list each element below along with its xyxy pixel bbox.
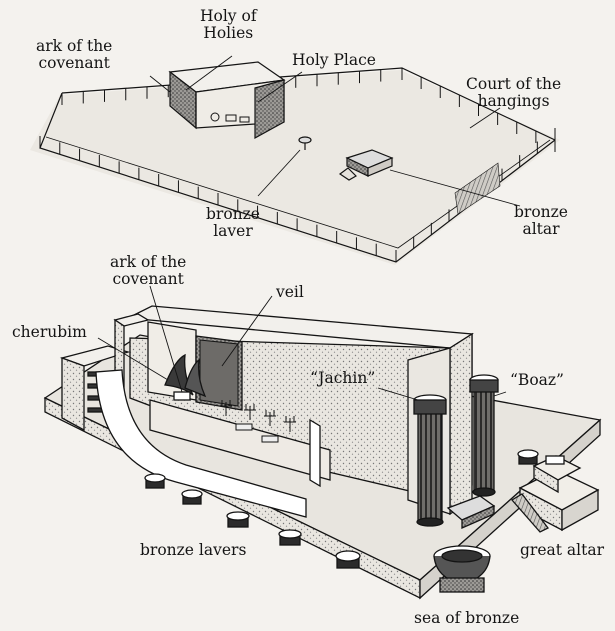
pillar-jachin xyxy=(413,394,447,527)
label-holy-place-text: Holy Place xyxy=(292,51,376,69)
tabernacle-drawing xyxy=(30,61,560,265)
label-great-altar-text: great altar xyxy=(520,541,604,559)
label-cherubim-text: cherubim xyxy=(12,323,87,341)
label-boaz: “Boaz” xyxy=(510,372,564,389)
label-holy-of-holies-line1: Holy of xyxy=(200,7,257,25)
label-boaz-text: “Boaz” xyxy=(510,371,564,389)
label-sea-of-bronze-text: sea of bronze xyxy=(414,609,520,627)
label-ark-bottom: ark of the covenant xyxy=(110,254,186,288)
bronze-lavers-drawing xyxy=(144,449,539,569)
label-bronze-altar: bronze altar xyxy=(514,204,568,238)
temple-drawing xyxy=(43,305,602,600)
sea-of-bronze-drawing xyxy=(433,545,491,593)
leader-lines-top xyxy=(149,55,521,207)
label-great-altar: great altar xyxy=(520,542,604,559)
label-jachin-text: “Jachin” xyxy=(310,369,376,387)
label-veil-text: veil xyxy=(276,283,304,301)
label-ark-top-line2: covenant xyxy=(38,54,110,72)
label-holy-of-holies-line2: Holies xyxy=(203,24,254,42)
label-cherubim: cherubim xyxy=(12,324,87,341)
label-bronze-laver-line2: laver xyxy=(213,222,253,240)
pillar-boaz xyxy=(469,374,499,497)
label-bronze-lavers: bronze lavers xyxy=(140,542,246,559)
label-bronze-laver-line1: bronze xyxy=(206,205,260,223)
label-bronze-lavers-text: bronze lavers xyxy=(140,541,247,559)
label-bronze-altar-line1: bronze xyxy=(514,203,568,221)
label-court-line2: hangings xyxy=(477,92,550,110)
great-altar-drawing xyxy=(510,455,600,533)
label-bronze-laver: bronze laver xyxy=(206,206,260,240)
label-veil: veil xyxy=(276,284,304,301)
label-holy-of-holies: Holy of Holies xyxy=(200,8,257,42)
label-jachin: “Jachin” xyxy=(310,370,375,387)
label-ark-bottom-line1: ark of the xyxy=(110,253,187,271)
label-ark-top-line1: ark of the xyxy=(36,37,113,55)
leader-lines-bottom xyxy=(97,285,507,401)
label-holy-place: Holy Place xyxy=(292,52,376,69)
label-court-of-hangings: Court of the hangings xyxy=(466,76,561,110)
label-ark-bottom-line2: covenant xyxy=(112,270,184,288)
label-bronze-altar-line2: altar xyxy=(522,220,560,238)
label-ark-top: ark of the covenant xyxy=(36,38,112,72)
label-sea-of-bronze: sea of bronze xyxy=(414,610,519,627)
label-court-line1: Court of the xyxy=(466,75,562,93)
